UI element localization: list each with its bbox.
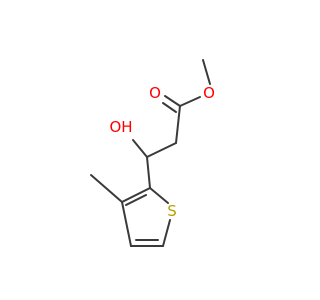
ester-oxygen-label: O bbox=[203, 84, 215, 102]
bond-ch2-choh bbox=[146, 142, 177, 158]
hydroxyl-label: OH bbox=[109, 118, 132, 136]
bond-c2-s bbox=[149, 187, 169, 204]
bond-carbonyl-double-1 bbox=[164, 95, 181, 107]
sulfur-label: S bbox=[167, 202, 177, 220]
bond-c3-methyl bbox=[90, 174, 123, 203]
bond-carbonyl-ch2 bbox=[175, 105, 181, 144]
carbonyl-oxygen-label: O bbox=[149, 84, 161, 102]
bond-c4-c3 bbox=[121, 201, 132, 247]
molecule-canvas: O O OH S bbox=[90, 59, 215, 247]
bond-s-c5 bbox=[162, 219, 171, 247]
bond-methyl-ester-o bbox=[202, 59, 211, 85]
bond-c2-c3 bbox=[121, 187, 151, 203]
bond-ch-c2 bbox=[146, 156, 151, 189]
bond-c2-c3-inner bbox=[125, 194, 147, 206]
structure-drawing: O O OH S bbox=[90, 59, 215, 247]
bond-ch-oh bbox=[132, 139, 148, 158]
bond-ester-o-carbonyl-c bbox=[179, 96, 201, 107]
bond-carbonyl-double-2 bbox=[162, 102, 177, 113]
